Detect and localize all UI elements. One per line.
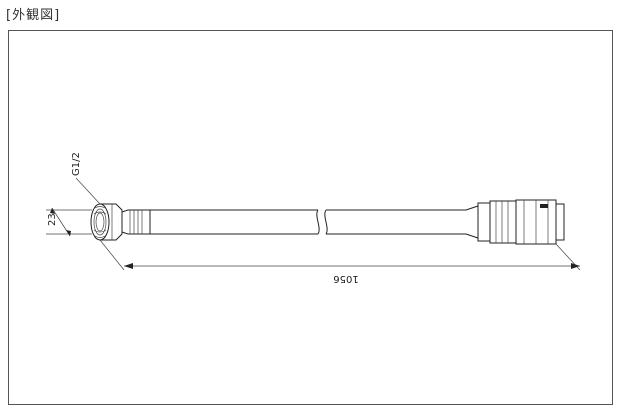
nut-width-dimension bbox=[46, 207, 92, 237]
thread-leader bbox=[75, 177, 101, 205]
length-label: 1056 bbox=[333, 273, 358, 284]
drawing-caption: [外観図] bbox=[6, 8, 61, 23]
length-dimension bbox=[99, 239, 581, 271]
right-coupler bbox=[465, 199, 565, 245]
nut-width-label: 23 bbox=[47, 213, 58, 226]
left-nut bbox=[90, 203, 123, 241]
drawing-frame bbox=[8, 30, 613, 405]
hose-body bbox=[149, 209, 466, 235]
thread-size-label: G1/2 bbox=[71, 152, 82, 176]
left-ferrule bbox=[121, 209, 151, 235]
